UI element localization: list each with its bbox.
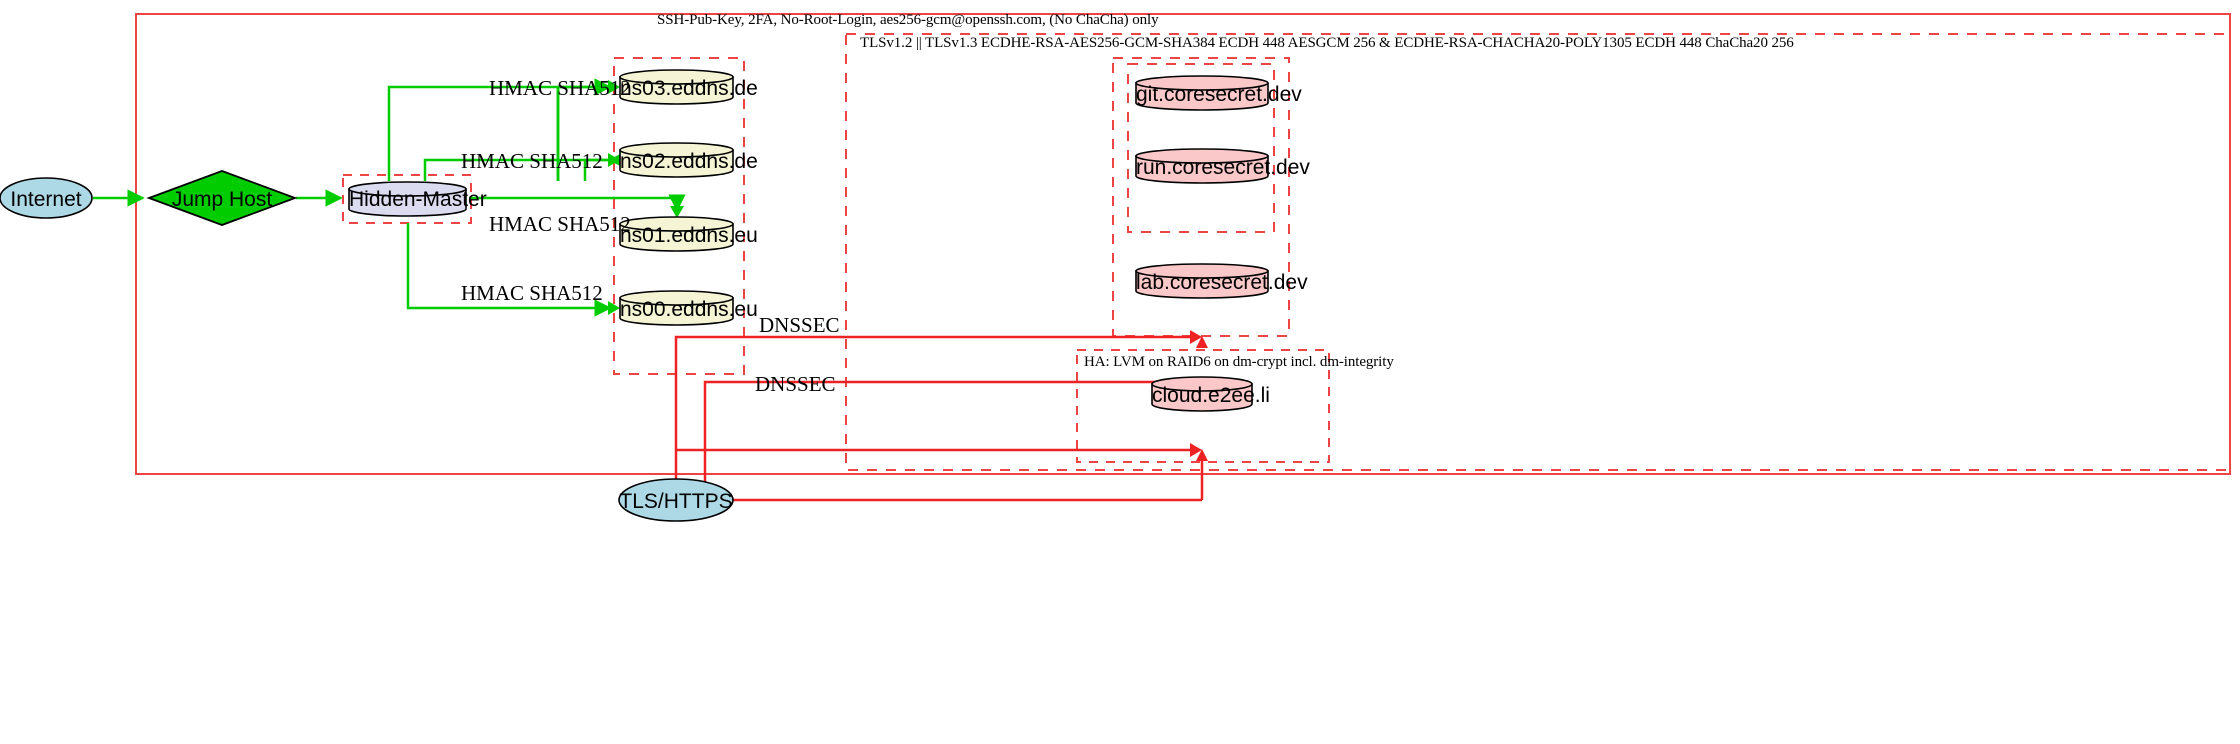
edge-hiddenmaster-ns01	[469, 194, 686, 212]
riser-ns03	[387, 85, 610, 181]
cluster-dns	[613, 57, 745, 375]
edge-tls-ha	[703, 380, 1202, 500]
arrowhead-ns01	[670, 206, 684, 218]
node-run-coresecret[interactable]	[1135, 148, 1269, 184]
edge-label-hmac-3: HMAC SHA512	[489, 212, 631, 236]
green-edges-risers	[387, 85, 610, 181]
nodes	[0, 69, 1269, 522]
cluster-label-ssh: SSH-Pub-Key, 2FA, No-Root-Login, aes256-…	[657, 12, 1159, 28]
node-ns02[interactable]	[619, 142, 734, 178]
edge-label-dnssec-2: DNSSEC	[755, 372, 836, 396]
edge-hiddenmaster-ns00	[406, 223, 612, 317]
cluster-coresecret-outer	[1112, 57, 1290, 337]
node-ns00[interactable]	[619, 290, 734, 326]
edge-label-hmac-1: HMAC SHA512	[489, 76, 631, 100]
red-arrowheads	[1190, 330, 1208, 461]
node-lab-coresecret[interactable]	[1135, 263, 1269, 299]
arrowhead-lab	[1190, 330, 1202, 344]
node-tls-https[interactable]	[618, 478, 734, 522]
arrowhead-riser-lab	[1196, 336, 1208, 348]
edge-tls-lab	[674, 335, 1196, 479]
cluster-label-tls: TLSv1.2 || TLSv1.3 ECDHE-RSA-AES256-GCM-…	[860, 35, 1794, 51]
arrowhead-ns02	[608, 153, 620, 167]
cluster-coresecret-inner	[1127, 63, 1275, 233]
arrowhead-cloud	[1190, 443, 1202, 457]
cluster-label-ha: HA: LVM on RAID6 on dm-crypt incl. dm-in…	[1084, 354, 1394, 370]
node-cloud-e2ee[interactable]	[1151, 376, 1253, 412]
cluster-ha	[1076, 349, 1330, 463]
arrowhead-ns03	[608, 80, 620, 94]
edge-label-hmac-4: HMAC SHA512	[461, 281, 603, 305]
cluster-tls	[845, 33, 2231, 471]
edge-label-hmac-2: HMAC SHA512	[461, 149, 603, 173]
edge-label-dnssec-1: DNSSEC	[759, 313, 840, 337]
node-hidden-master[interactable]	[348, 181, 467, 217]
node-ns03[interactable]	[619, 69, 734, 105]
arrowhead-riser-cloud	[1196, 449, 1208, 461]
node-jump-host[interactable]	[146, 170, 298, 226]
green-arrowheads	[608, 80, 684, 315]
node-git-coresecret[interactable]	[1135, 75, 1269, 111]
arrowhead-ns00	[608, 301, 620, 315]
riser-ns02	[423, 158, 610, 181]
node-internet[interactable]	[0, 177, 93, 219]
node-ns01[interactable]	[619, 216, 734, 252]
cluster-outer-ssh	[135, 13, 2231, 475]
